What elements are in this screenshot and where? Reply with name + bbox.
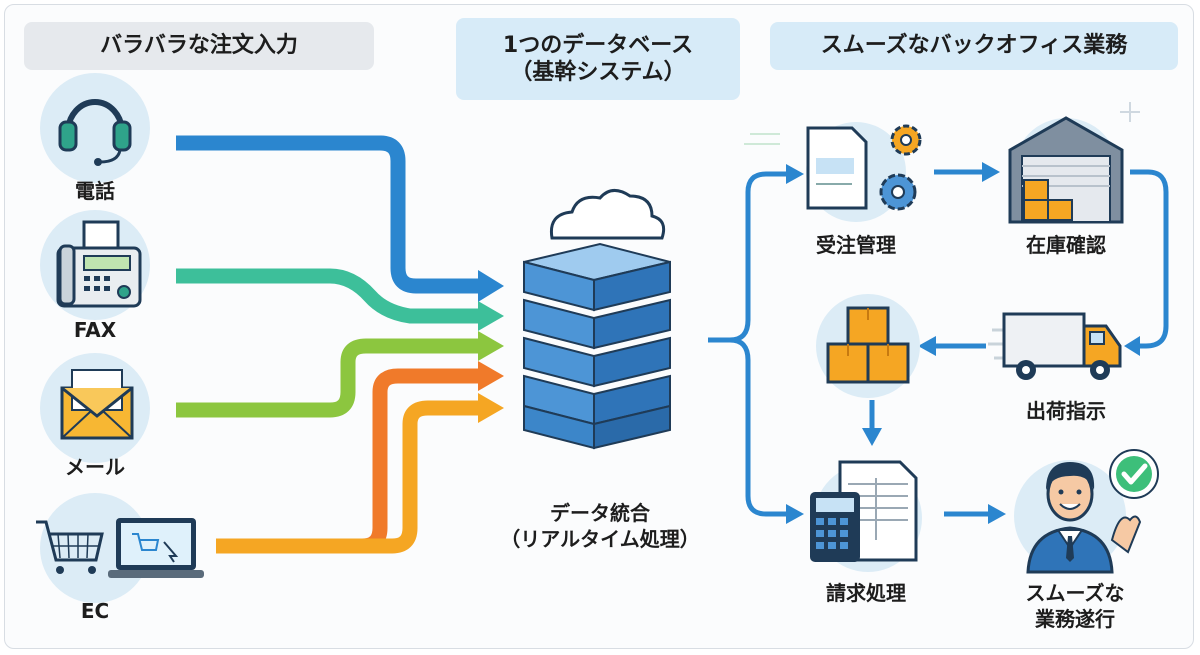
- smiling-worker-icon: [1014, 449, 1159, 574]
- flow-arrow-fax: [176, 268, 504, 331]
- arrow-shipping-to-boxes: [918, 336, 986, 356]
- flow-arrow-mail: [176, 331, 504, 418]
- header-single-database-line1: 1つのデータベース: [502, 32, 694, 58]
- flow-arrow-phone: [176, 135, 504, 302]
- header-smooth-backoffice-text: スムーズなバックオフィス業務: [820, 33, 1128, 59]
- arrow-order-to-inventory: [934, 162, 1000, 182]
- channel-label-mail: メール: [65, 455, 125, 479]
- calculator-invoice-icon: [810, 460, 922, 572]
- arrowhead-to-order: [786, 164, 804, 184]
- step-label-result-line1: スムーズな: [1025, 581, 1125, 605]
- step-label-inventory: 在庫確認: [1026, 233, 1106, 257]
- header-single-database-line2: （基幹システム）: [510, 60, 686, 85]
- order-document-gear-icon: [806, 122, 922, 222]
- warehouse-icon: [1008, 116, 1124, 224]
- fax-machine-icon: [40, 210, 150, 320]
- data-integration-line1: データ統合: [550, 501, 650, 525]
- step-label-order: 受注管理: [816, 233, 896, 257]
- step-label-result-line2: 業務遂行: [1035, 607, 1115, 631]
- channel-label-phone: 電話: [75, 179, 115, 203]
- header-single-database: 1つのデータベース （基幹システム）: [456, 18, 740, 100]
- cardboard-boxes-icon: [816, 294, 920, 398]
- channel-label-fax: FAX: [73, 318, 117, 342]
- flow-arrow-ec-yellow: [216, 393, 504, 554]
- database-server-icon: [523, 189, 671, 450]
- envelope-icon: [40, 353, 150, 463]
- motion-lines-icon: [744, 133, 780, 145]
- step-label-result: スムーズな 業務遂行: [1010, 580, 1140, 632]
- branch-connector: [708, 171, 788, 517]
- data-integration-line2: （リアルタイム処理）: [500, 527, 700, 551]
- channel-label-ec: EC: [80, 599, 110, 623]
- header-scattered-input-text: バラバラな注文入力: [100, 33, 298, 59]
- headset-icon: [40, 73, 150, 183]
- step-label-billing: 請求処理: [826, 581, 906, 605]
- arrow-boxes-to-billing: [862, 400, 882, 446]
- arrow-billing-to-result: [944, 504, 1006, 524]
- header-scattered-input: バラバラな注文入力: [24, 22, 374, 70]
- data-integration-label: データ統合 （リアルタイム処理）: [460, 500, 740, 552]
- arrowhead-to-billing: [786, 504, 804, 524]
- delivery-truck-icon: [988, 312, 1122, 380]
- sparkle-icon: [1120, 102, 1140, 122]
- header-smooth-backoffice: スムーズなバックオフィス業務: [770, 22, 1178, 70]
- step-label-shipping: 出荷指示: [1026, 399, 1106, 423]
- shopping-cart-laptop-icon: [36, 493, 204, 603]
- arrow-inventory-to-shipping: [1124, 169, 1169, 356]
